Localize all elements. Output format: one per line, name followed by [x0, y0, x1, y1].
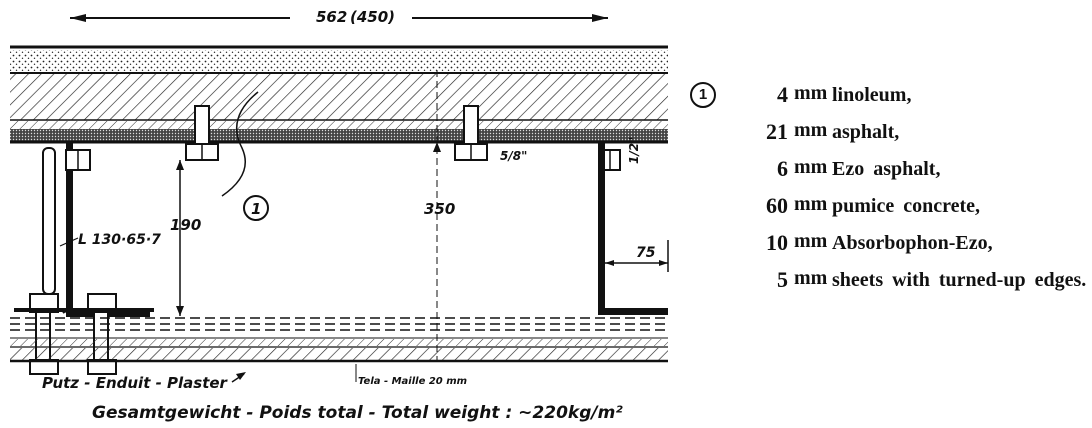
pumice-layer	[10, 50, 668, 72]
legend-row: 5 mm sheets with turned-up edges.	[690, 267, 1090, 327]
plaster-arrowhead	[236, 372, 246, 380]
layer-unit: mm	[794, 230, 828, 252]
ceiling-layers	[10, 317, 668, 363]
layer-unit: mm	[794, 119, 828, 141]
floor-layers	[10, 45, 668, 144]
section-drawing: 562 (450)	[10, 8, 669, 423]
layer-thickness: 21	[766, 119, 788, 144]
marker-label: 1	[251, 200, 261, 218]
height-dimension-right	[433, 70, 441, 360]
layer-unit: mm	[794, 193, 828, 215]
legend-row: 10 mm Absorbophon-Ezo,	[690, 230, 1090, 267]
layer-thickness: 6	[777, 156, 788, 181]
fabric-label: Tela - Maille 20 mm	[358, 376, 467, 387]
layer-material: pumice concrete,	[832, 195, 981, 217]
layer-thickness: 5	[777, 267, 788, 292]
height-left-label: 190	[170, 216, 201, 234]
asphalt-layer	[10, 121, 668, 129]
span-dimension-line	[70, 14, 608, 22]
layer-thickness: 60	[766, 193, 788, 218]
plaster-label: Putz - Enduit - Plaster	[42, 374, 229, 392]
legend-marker-circle: 1	[690, 82, 716, 108]
bolt-size-label-b: 1/2"	[627, 137, 641, 164]
right-angle-profile	[598, 142, 668, 315]
layer-material: asphalt,	[832, 121, 900, 143]
total-weight-label: Gesamtgewicht - Poids total - Total weig…	[92, 403, 623, 423]
height-dimension-left	[176, 160, 184, 316]
floor-bolt-left	[185, 105, 219, 161]
flange-dimension-line	[605, 240, 669, 272]
profile-leader	[59, 237, 79, 247]
concrete-layer	[10, 74, 668, 120]
left-angle-profile	[42, 142, 150, 317]
layer-material: sheets with turned-up edges.	[832, 269, 1087, 291]
bolt-size-label-a: 5/8"	[500, 149, 527, 163]
height-right-label: 350	[424, 200, 455, 218]
legend-row: 60 mm pumice concrete,	[690, 193, 1090, 230]
marker-leader-line	[221, 91, 259, 197]
layer-unit: mm	[794, 82, 828, 104]
legend-row: 6 mm Ezo asphalt,	[690, 156, 1090, 193]
layer-unit: mm	[794, 267, 828, 289]
layer-thickness: 4	[777, 82, 788, 107]
layer-material: Ezo asphalt,	[832, 158, 941, 180]
layer-legend: 1 4 mm linoleum, 21 mm asphalt, 6 mm Ezo…	[690, 82, 1090, 327]
layer-material: Absorbophon-Ezo,	[832, 232, 993, 254]
layer-thickness: 10	[766, 230, 788, 255]
layer-unit: mm	[794, 156, 828, 178]
span-dimension-alt: (450)	[350, 8, 395, 26]
angle-profile-label: L 130·65·7	[78, 232, 161, 248]
marker-circle	[243, 195, 269, 221]
linoleum-layer	[10, 129, 668, 141]
bottom-plate	[14, 308, 154, 312]
legend-row: 1 4 mm linoleum,	[690, 82, 1090, 119]
flange-width-label: 75	[636, 245, 656, 261]
legend-row: 21 mm asphalt,	[690, 119, 1090, 156]
layer-material: linoleum,	[832, 84, 912, 106]
floor-bolt-right	[454, 105, 488, 161]
span-dimension-label: 562	[316, 8, 347, 26]
